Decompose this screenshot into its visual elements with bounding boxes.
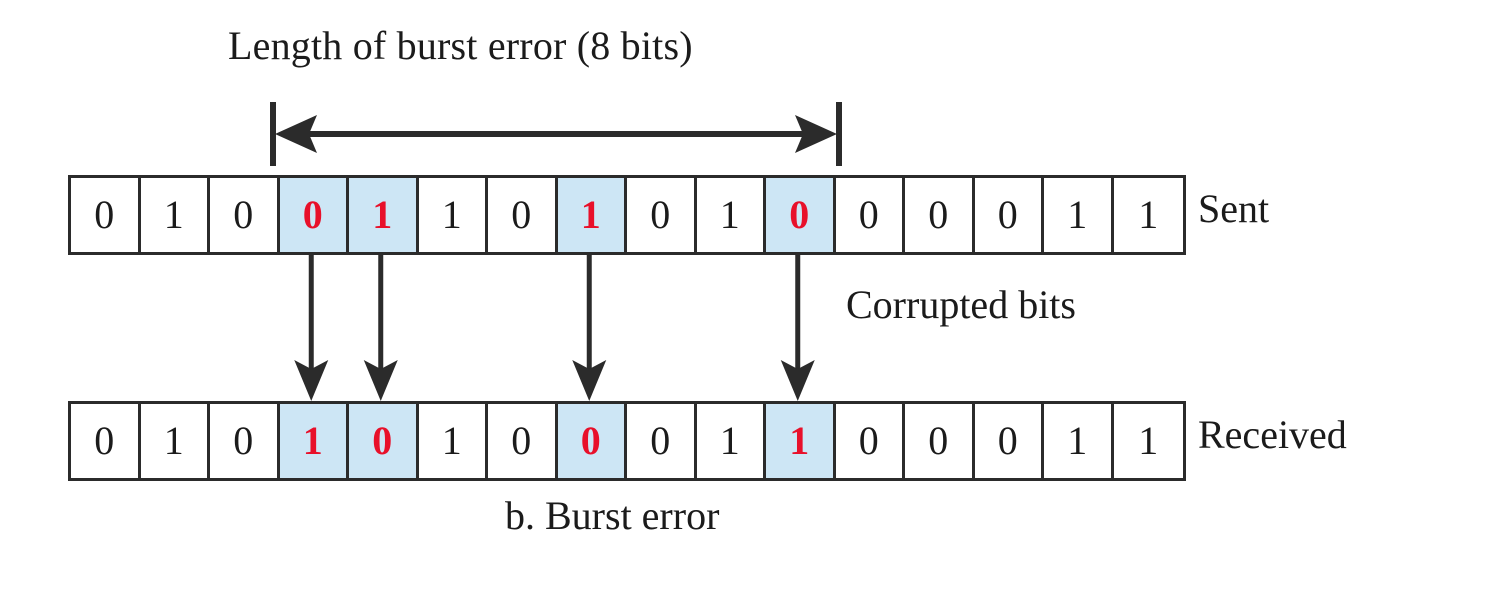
bit-cell: 0 xyxy=(905,178,975,252)
bit-cell-corrupt: 1 xyxy=(557,178,627,252)
bit-cell: 0 xyxy=(974,404,1044,478)
bit-cell: 0 xyxy=(835,178,905,252)
bit-cell: 0 xyxy=(488,178,558,252)
drop-arrow-head xyxy=(294,360,329,401)
row-label-received: Received xyxy=(1198,412,1347,457)
bit-cell: 1 xyxy=(696,178,766,252)
bit-cell: 1 xyxy=(696,404,766,478)
bit-cell-corrupt: 0 xyxy=(349,404,419,478)
burst-length-title: Length of burst error (8 bits) xyxy=(228,23,693,68)
drop-arrow-head xyxy=(572,360,607,401)
bit-cell: 0 xyxy=(210,404,280,478)
corruption-drop-arrows xyxy=(294,254,815,401)
drop-arrow-head xyxy=(363,360,398,401)
bit-cell: 1 xyxy=(140,178,210,252)
bit-cell: 0 xyxy=(835,404,905,478)
bit-cell: 0 xyxy=(71,404,141,478)
bit-cell-corrupt: 1 xyxy=(279,404,349,478)
bit-cell: 0 xyxy=(905,404,975,478)
row-label-sent: Sent xyxy=(1198,186,1270,231)
bit-cell: 1 xyxy=(1113,404,1183,478)
bit-cell: 1 xyxy=(140,404,210,478)
bit-cell-corrupt: 1 xyxy=(349,178,419,252)
bit-cell: 0 xyxy=(627,404,697,478)
drop-arrow-head xyxy=(780,360,815,401)
bit-cell: 1 xyxy=(1044,178,1114,252)
bit-cell: 1 xyxy=(1113,178,1183,252)
bit-cell: 1 xyxy=(418,178,488,252)
bit-cell: 0 xyxy=(210,178,280,252)
bit-cell-corrupt: 0 xyxy=(766,178,836,252)
corrupted-bits-note: Corrupted bits xyxy=(846,282,1076,327)
bit-cell-corrupt: 1 xyxy=(766,404,836,478)
bit-cell: 0 xyxy=(974,178,1044,252)
bit-cell-corrupt: 0 xyxy=(279,178,349,252)
burst-span-arrow xyxy=(270,102,842,166)
bit-cell: 0 xyxy=(627,178,697,252)
bit-cell: 0 xyxy=(488,404,558,478)
bit-cell: 1 xyxy=(1044,404,1114,478)
bit-cell-corrupt: 0 xyxy=(557,404,627,478)
bit-cell: 0 xyxy=(71,178,141,252)
bit-cell: 1 xyxy=(418,404,488,478)
figure-caption: b. Burst error xyxy=(505,493,720,538)
